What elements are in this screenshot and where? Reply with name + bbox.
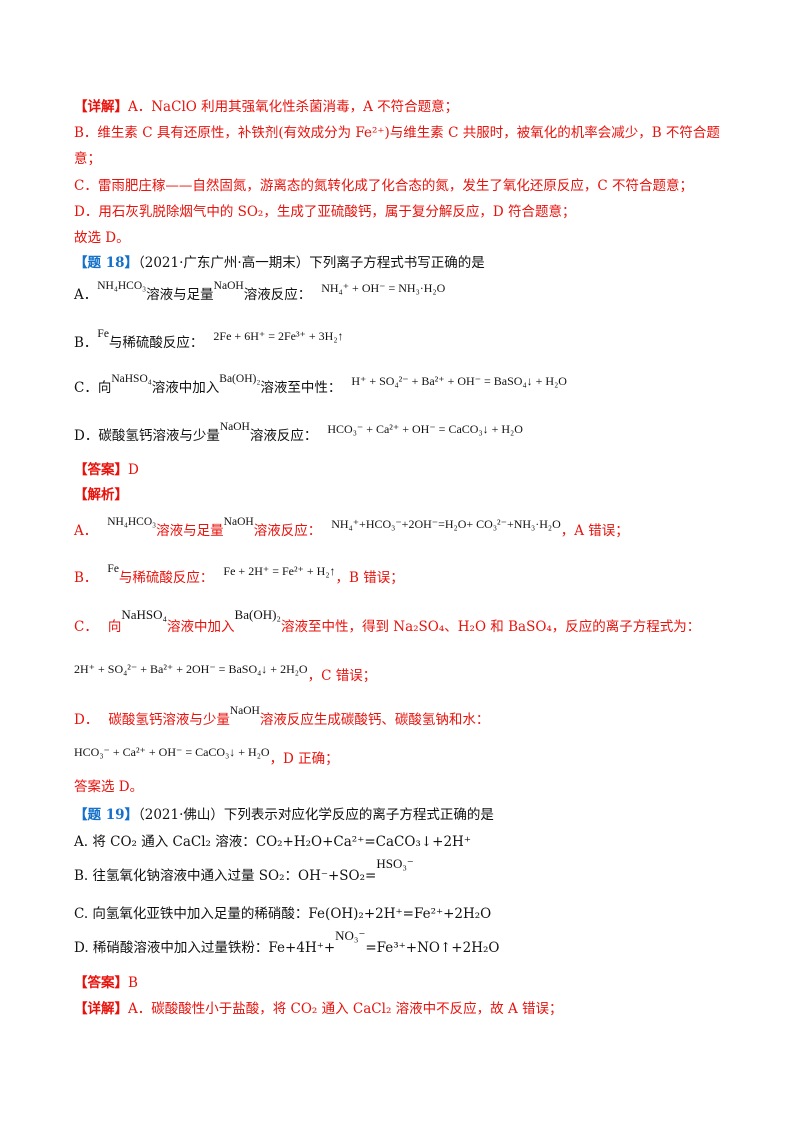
formula: NaOH bbox=[223, 516, 254, 528]
formula: NaOH bbox=[213, 280, 244, 292]
option-label: A． bbox=[74, 523, 98, 539]
equation: HCO₃⁻ + Ca²⁺ + OH⁻ = CaCO₃↓ + H₂O bbox=[74, 745, 270, 759]
question-19-tag: 【题 19】 bbox=[74, 807, 138, 823]
detail-19: 【详解】A．碳酸酸性小于盐酸，将 CO₂ 通入 CaCl₂ 溶液中不反应，故 A… bbox=[74, 999, 740, 1019]
q18-option-d: D．碳酸氢钙溶液与少量NaOH溶液反应： HCO₃⁻ + Ca²⁺ + OH⁻ =… bbox=[74, 421, 740, 447]
detail-conclusion: 故选 D。 bbox=[74, 230, 130, 246]
formula: Ba(OH)₂ bbox=[219, 373, 261, 385]
analysis-a: A． NH₄HCO₃溶液与足量NaOH溶液反应： NH₄⁺+HCO₃⁻+2OH⁻=H… bbox=[74, 516, 740, 542]
q19-option-a: A. 将 CO₂ 通入 CaCl₂ 溶液：CO₂+H₂O+Ca²⁺=CaCO₃↓… bbox=[74, 834, 471, 850]
formula: NaOH bbox=[219, 421, 250, 433]
equation: H⁺ + SO₄²⁻ + Ba²⁺ + OH⁻ = BaSO₄↓ + H₂O bbox=[351, 374, 567, 388]
answer-select-18: 答案选 D。 bbox=[74, 779, 144, 795]
option-text: =Fe³⁺+NO↑+2H₂O bbox=[365, 940, 500, 956]
option-text: 溶液中加入 bbox=[167, 619, 235, 635]
q19-option-d: D. 稀硝酸溶液中加入过量铁粉：Fe+4H⁺+NO₃⁻=Fe³⁺+NO↑+2H₂… bbox=[74, 928, 740, 958]
verdict: ，A 错误； bbox=[560, 523, 629, 539]
verdict: ，B 错误； bbox=[335, 570, 404, 586]
option-text: 溶液至中性： bbox=[260, 380, 342, 396]
answer-tag: 【答案】 bbox=[74, 975, 128, 991]
option-text: D. 稀硝酸溶液中加入过量铁粉：Fe+4H⁺+ bbox=[74, 940, 336, 956]
option-label: D． bbox=[74, 428, 99, 444]
verdict: ，D 正确； bbox=[269, 751, 339, 767]
detail-text: A．NaClO 利用其强氧化性杀菌消毒，A 不符合题意； bbox=[128, 99, 459, 115]
equation: NH₄⁺ + OH⁻ = NH₃·H₂O bbox=[321, 281, 446, 295]
option-label: A． bbox=[74, 287, 98, 303]
q19-option-b: B. 往氢氧化钠溶液中通入过量 SO₂：OH⁻+SO₂=HSO₃⁻ bbox=[74, 856, 740, 886]
analysis-tag-line: 【解析】 bbox=[74, 485, 740, 505]
option-label: D． bbox=[74, 712, 99, 728]
detail-tag: 【详解】 bbox=[74, 99, 128, 115]
formula: Fe bbox=[107, 563, 119, 575]
analysis-tag: 【解析】 bbox=[74, 487, 128, 503]
q18-option-a: A．NH₄HCO₃溶液与足量NaOH溶液反应： NH₄⁺ + OH⁻ = NH₃·… bbox=[74, 280, 740, 306]
answer-19: 【答案】B bbox=[74, 973, 740, 993]
option-text: 与稀硫酸反应： bbox=[118, 570, 214, 586]
question-19-text: （2021·佛山）下列表示对应化学反应的离子方程式正确的是 bbox=[138, 807, 494, 823]
option-label: C． bbox=[74, 619, 98, 635]
formula: Fe bbox=[97, 328, 109, 340]
answer-value: B bbox=[128, 975, 138, 991]
detail-line-a: 【详解】A．NaClO 利用其强氧化性杀菌消毒，A 不符合题意； bbox=[74, 97, 740, 117]
detail-tag: 【详解】 bbox=[74, 1001, 128, 1017]
formula: NH₄HCO₃ bbox=[97, 280, 147, 292]
option-text: 碳酸氢钙溶液与少量 bbox=[98, 428, 220, 444]
formula: HSO₃⁻ bbox=[376, 856, 414, 871]
answer-value: D bbox=[128, 462, 139, 478]
analysis-d-equation: HCO₃⁻ + Ca²⁺ + OH⁻ = CaCO₃↓ + H₂O，D 正确； bbox=[74, 745, 740, 769]
formula: NH₄HCO₃ bbox=[107, 516, 157, 528]
option-text: 溶液反应： bbox=[243, 287, 312, 303]
equation: NH₄⁺+HCO₃⁻+2OH⁻=H₂O+ CO₃²⁻+NH₃·H₂O bbox=[331, 517, 561, 531]
formula: NaHSO₄ bbox=[111, 373, 152, 385]
q18-option-b: B．Fe与稀硫酸反应： 2Fe + 6H⁺ = 2Fe³⁺ + 3H₂↑ bbox=[74, 328, 740, 354]
option-text: 溶液中加入 bbox=[151, 380, 220, 396]
verdict: ，C 错误； bbox=[307, 668, 377, 684]
answer-18: 【答案】D bbox=[74, 460, 740, 480]
formula: NaHSO₄ bbox=[121, 607, 168, 622]
analysis-c-equation: 2H⁺ + SO₄²⁻ + Ba²⁺ + 2OH⁻ = BaSO₄↓ + 2H₂… bbox=[74, 662, 740, 686]
formula: NaOH bbox=[229, 705, 260, 717]
option-text: 溶液反应： bbox=[253, 523, 322, 539]
q19-option-c: C. 向氢氧化亚铁中加入足量的稀硝酸：Fe(OH)₂+2H⁺=Fe²⁺+2H₂O bbox=[74, 906, 492, 922]
option-text: B. 往氢氧化钠溶液中通入过量 SO₂：OH⁻+SO₂= bbox=[74, 868, 377, 884]
option-label: B． bbox=[74, 335, 98, 351]
q18-option-c: C．向NaHSO₄溶液中加入Ba(OH)₂溶液至中性： H⁺ + SO₄²⁻ + … bbox=[74, 373, 740, 399]
equation: 2H⁺ + SO₄²⁻ + Ba²⁺ + 2OH⁻ = BaSO₄↓ + 2H₂… bbox=[74, 662, 308, 676]
detail-line-b: B．维生素 C 具有还原性，补铁剂(有效成分为 Fe²⁺)与维生素 C 共服时，… bbox=[74, 125, 720, 141]
question-19-stem: 【题 19】（2021·佛山）下列表示对应化学反应的离子方程式正确的是 bbox=[74, 805, 740, 825]
detail-line-b-cont: 意； bbox=[74, 151, 101, 167]
question-18-stem: 【题 18】（2021·广东广州·高一期末）下列离子方程式书写正确的是 bbox=[74, 253, 740, 273]
equation: 2Fe + 6H⁺ = 2Fe³⁺ + 3H₂↑ bbox=[213, 329, 344, 343]
option-label: B． bbox=[74, 570, 98, 586]
question-18-text: （2021·广东广州·高一期末）下列离子方程式书写正确的是 bbox=[138, 255, 485, 271]
detail-line-d: D．用石灰乳脱除烟气中的 SO₂，生成了亚硫酸钙，属于复分解反应，D 符合题意； bbox=[74, 204, 576, 220]
detail-text: A．碳酸酸性小于盐酸，将 CO₂ 通入 CaCl₂ 溶液中不反应，故 A 错误； bbox=[128, 1001, 563, 1017]
option-text: 溶液反应： bbox=[249, 428, 318, 444]
formula: NO₃⁻ bbox=[335, 928, 366, 943]
detail-line-c: C．雷雨肥庄稼——自然固氮，游离态的氮转化成了化合态的氮，发生了氧化还原反应，C… bbox=[74, 178, 693, 194]
analysis-c: C． 向NaHSO₄溶液中加入Ba(OH)₂溶液至中性，得到 Na₂SO₄、H₂O… bbox=[74, 607, 740, 637]
option-text: 与稀硫酸反应： bbox=[108, 335, 204, 351]
analysis-b: B． Fe与稀硫酸反应： Fe + 2H⁺ = Fe²⁺ + H₂↑，B 错误； bbox=[74, 563, 740, 589]
answer-tag: 【答案】 bbox=[74, 462, 128, 478]
equation: HCO₃⁻ + Ca²⁺ + OH⁻ = CaCO₃↓ + H₂O bbox=[327, 422, 523, 436]
question-18-tag: 【题 18】 bbox=[74, 255, 138, 271]
option-text: 向 bbox=[107, 619, 122, 635]
formula: Ba(OH)₂ bbox=[234, 607, 281, 622]
option-text: 溶液至中性，得到 Na₂SO₄、H₂O 和 BaSO₄，反应的离子方程式为： bbox=[280, 619, 701, 635]
analysis-d: D． 碳酸氢钙溶液与少量NaOH溶液反应生成碳酸钙、碳酸氢钠和水： bbox=[74, 705, 740, 731]
option-text: 碳酸氢钙溶液与少量 bbox=[108, 712, 230, 728]
option-text: 溶液与足量 bbox=[156, 523, 224, 539]
option-label: C．向 bbox=[74, 380, 112, 396]
option-text: 溶液反应生成碳酸钙、碳酸氢钠和水： bbox=[259, 712, 490, 728]
equation: Fe + 2H⁺ = Fe²⁺ + H₂↑ bbox=[223, 564, 336, 578]
option-text: 溶液与足量 bbox=[146, 287, 214, 303]
